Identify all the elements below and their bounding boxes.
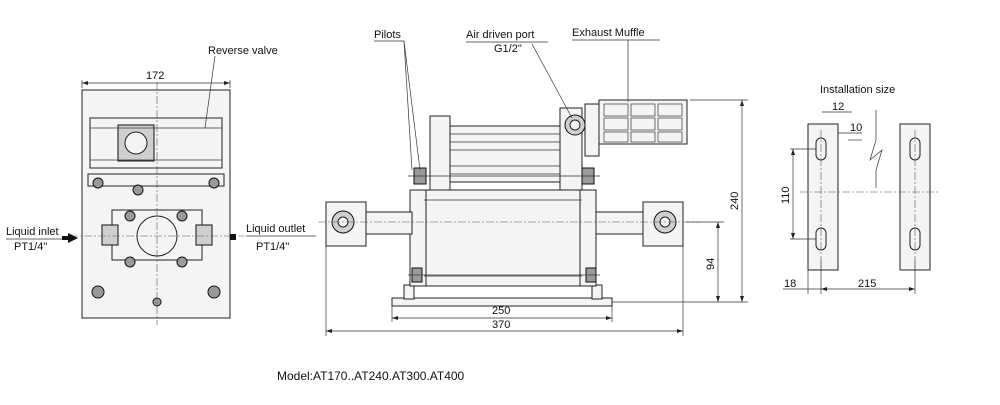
dim-outlet-height: 94 bbox=[705, 258, 717, 270]
label-liquid-outlet-size: PT1/4" bbox=[256, 241, 289, 253]
front-bolt-1 bbox=[92, 177, 104, 189]
dim-overall-length: 370 bbox=[492, 319, 510, 331]
side-view: Pilots Air driven port G1/2" Exhaust Muf… bbox=[318, 27, 748, 336]
label-reverse-valve: Reverse valve bbox=[208, 45, 278, 57]
reverse-valve-port bbox=[124, 131, 148, 155]
model-caption: Model:AT170..AT240.AT300.AT400 bbox=[277, 369, 465, 383]
exhaust-muffle bbox=[598, 99, 688, 145]
outlet-port-icon bbox=[230, 234, 236, 240]
dim-slot-offset: 12 bbox=[832, 101, 844, 113]
main-cylinder bbox=[423, 189, 583, 287]
installation-view: Installation size 12 10 110 bbox=[780, 84, 940, 294]
reverse-valve-block bbox=[89, 117, 223, 169]
air-motor-body bbox=[449, 125, 561, 183]
label-liquid-inlet-size: PT1/4" bbox=[14, 241, 47, 253]
front-bolt-5 bbox=[207, 285, 221, 299]
label-air-driven-port-size: G1/2" bbox=[494, 43, 522, 55]
dim-base-width: 250 bbox=[492, 305, 510, 317]
label-liquid-outlet: Liquid outlet bbox=[246, 223, 305, 235]
dim-slot-width: 10 bbox=[850, 122, 862, 134]
dim-slot-spacing: 110 bbox=[780, 186, 792, 204]
air-motor-left-cap bbox=[429, 115, 451, 191]
label-installation-size: Installation size bbox=[820, 84, 895, 96]
inlet-arrow-icon bbox=[68, 233, 78, 243]
label-liquid-inlet: Liquid inlet bbox=[6, 226, 59, 238]
front-bolt-3 bbox=[132, 184, 144, 196]
front-bolt-4 bbox=[91, 285, 105, 299]
dim-front-width: 172 bbox=[146, 70, 164, 82]
dim-bracket-spacing: 215 bbox=[858, 278, 876, 290]
label-air-driven-port: Air driven port bbox=[466, 29, 534, 41]
dim-edge-offset: 18 bbox=[784, 278, 796, 290]
front-view: 172 Reverse valve Liquid inlet PT1/4" Li… bbox=[6, 45, 316, 325]
dim-side-height: 240 bbox=[729, 192, 741, 210]
label-exhaust-muffle: Exhaust Muffle bbox=[572, 27, 645, 39]
label-pilots: Pilots bbox=[374, 29, 401, 41]
front-bolt-2 bbox=[208, 177, 220, 189]
